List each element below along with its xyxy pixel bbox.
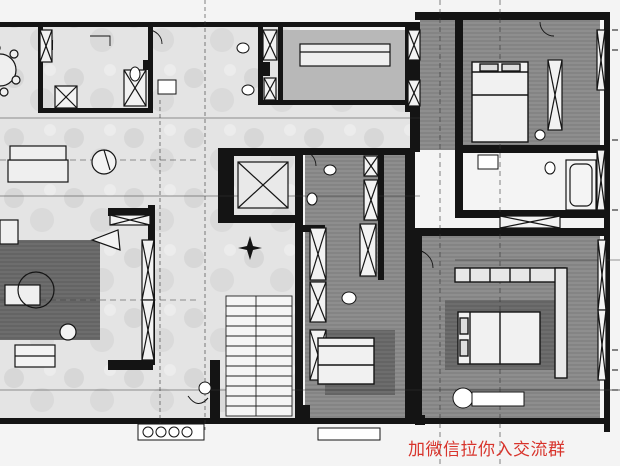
watermark-caption: 加微信拉你入交流群 <box>408 440 566 460</box>
top-room-floor <box>280 30 405 105</box>
toilet-icon <box>129 42 556 305</box>
wardrobe-unit <box>454 267 568 379</box>
bathtub-icon <box>565 159 597 211</box>
bed-icon <box>471 61 529 143</box>
sink-icon <box>157 79 546 176</box>
bed-icon <box>457 311 541 365</box>
compass-icon <box>238 236 262 260</box>
dining-table-icon <box>0 45 21 97</box>
coffee-table-icon <box>14 323 77 368</box>
elevator-icon <box>237 161 289 209</box>
chair-icon <box>90 229 121 251</box>
round-stool-icon <box>91 149 117 175</box>
planter-icon <box>137 381 525 441</box>
stairs-icon <box>225 295 293 417</box>
corridor-floor <box>150 100 410 150</box>
bed-icon <box>299 43 391 67</box>
door-swings <box>90 21 555 269</box>
walls <box>0 12 610 432</box>
cabinet-blocks <box>39 29 607 381</box>
bed-icon <box>317 337 375 385</box>
sofa-icon <box>0 145 69 309</box>
window-marks <box>612 29 618 391</box>
